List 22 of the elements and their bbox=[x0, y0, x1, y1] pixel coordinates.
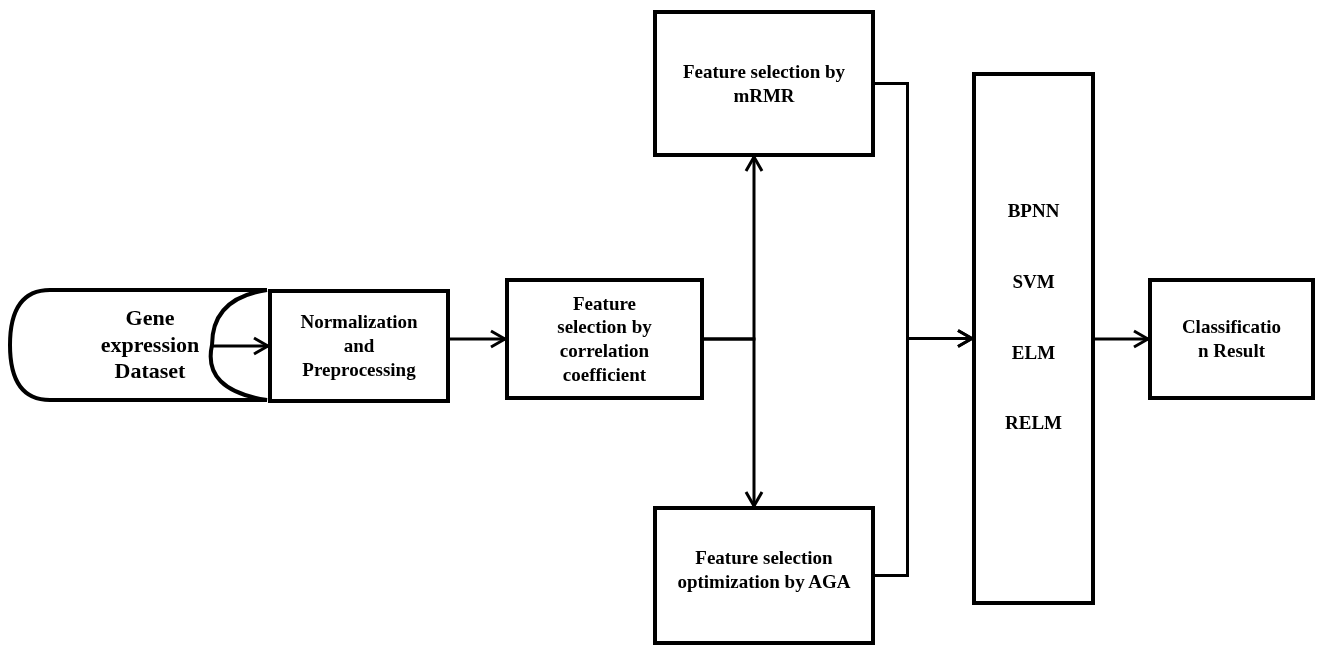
process-box bbox=[268, 289, 450, 403]
node-label: Gene expression Dataset bbox=[99, 305, 201, 385]
classifier-label: ELM bbox=[1011, 341, 1056, 365]
arrow bbox=[450, 329, 507, 349]
process-box bbox=[653, 506, 875, 645]
arrow bbox=[212, 336, 270, 356]
node-label: Feature selection by correlation coefficient bbox=[556, 291, 653, 387]
process-box bbox=[1148, 278, 1315, 400]
classifier-label: RELM bbox=[1005, 412, 1062, 436]
process-box bbox=[505, 278, 704, 400]
arrow bbox=[875, 329, 974, 577]
classifier-label: SVM bbox=[1012, 270, 1055, 294]
node-label: Normalization and Preprocessing bbox=[299, 310, 419, 382]
classifier-label: BPNN bbox=[1007, 200, 1060, 223]
classifier-box bbox=[972, 72, 1095, 605]
node-label: Feature selection optimization by AGA bbox=[677, 546, 851, 594]
arrow bbox=[704, 337, 764, 508]
node-label: Feature selection by mRMR bbox=[681, 59, 847, 108]
arrow bbox=[1095, 329, 1150, 349]
stored-data-shape bbox=[8, 288, 269, 402]
process-box bbox=[653, 10, 875, 157]
node-label: Classificatio n Result bbox=[1180, 315, 1283, 363]
